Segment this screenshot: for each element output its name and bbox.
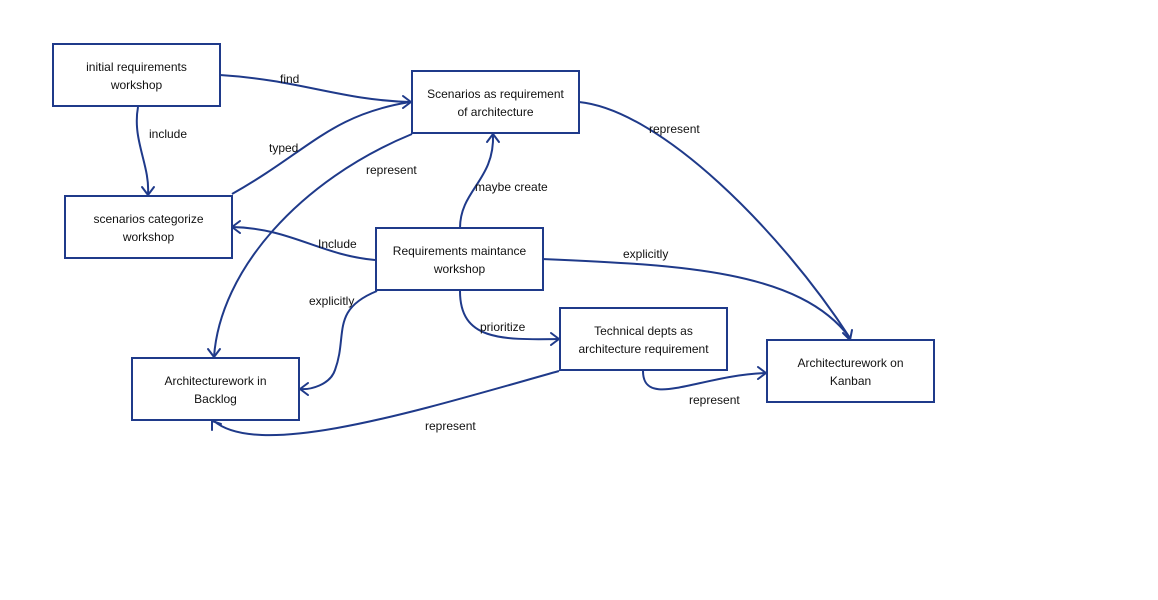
node-architecturework-backlog[interactable]: Architecturework in Backlog — [131, 357, 300, 421]
edge-label-represent-scenarios-backlog: represent — [366, 163, 417, 177]
edge-label-typed: typed — [269, 141, 298, 155]
node-box — [411, 70, 580, 134]
node-architecturework-kanban[interactable]: Architecturework on Kanban — [766, 339, 935, 403]
edge-labels: find include typed represent represent m… — [149, 72, 740, 433]
edge-represent-scenarios-kanban — [578, 101, 851, 339]
edge-maybe-create — [459, 133, 495, 229]
node-label-line1: Technical depts as — [594, 324, 693, 338]
edge-label-explicitly-kanban: explicitly — [623, 247, 668, 261]
edge-represent-scenarios-backlog — [213, 133, 413, 358]
edge-represent-technical-kanban — [642, 370, 767, 391]
node-label-line2: Kanban — [830, 374, 871, 388]
edge-label-prioritize: prioritize — [480, 320, 526, 334]
node-label-line1: initial requirements — [86, 60, 187, 74]
node-box — [766, 339, 935, 403]
edge-explicitly-backlog — [299, 290, 378, 391]
node-requirements-maintenance-workshop[interactable]: Requirements maintance workshop — [375, 227, 544, 291]
node-label-line2: architecture requirement — [578, 342, 709, 356]
edge-label-represent-technical-kanban: represent — [689, 393, 740, 407]
edge-label-include-maintenance: Include — [318, 237, 357, 251]
edge-label-include-initial: include — [149, 127, 187, 141]
edge-label-explicitly-backlog: explicitly — [309, 294, 354, 308]
edge-include-maintenance — [231, 226, 376, 261]
node-scenarios-categorize-workshop[interactable]: scenarios categorize workshop — [64, 195, 233, 259]
node-label-line2: Backlog — [194, 392, 237, 406]
node-label-line1: Architecturework in — [164, 374, 266, 388]
node-box — [64, 195, 233, 259]
edge-explicitly-kanban — [542, 258, 851, 339]
node-label-line1: Scenarios as requirement — [427, 87, 564, 101]
edge-typed — [231, 101, 411, 195]
edge-label-represent-technical-backlog: represent — [425, 419, 476, 433]
node-label-line2: workshop — [122, 230, 175, 244]
edge-label-maybe-create: maybe create — [475, 180, 548, 194]
edge-include-initial — [135, 106, 150, 195]
node-scenarios-as-requirement[interactable]: Scenarios as requirement of architecture — [411, 70, 580, 134]
node-label-line2: workshop — [110, 78, 163, 92]
edge-find — [219, 74, 411, 103]
node-label-line1: scenarios categorize — [93, 212, 203, 226]
node-label-line2: of architecture — [457, 105, 533, 119]
edge-represent-technical-backlog — [213, 370, 560, 437]
node-technical-depts[interactable]: Technical depts as architecture requirem… — [559, 307, 728, 371]
edge-prioritize — [459, 290, 560, 341]
node-box — [52, 43, 221, 107]
node-box — [559, 307, 728, 371]
node-label-line2: workshop — [433, 262, 486, 276]
node-box — [375, 227, 544, 291]
node-label-line1: Requirements maintance — [393, 244, 527, 258]
node-initial-requirements-workshop[interactable]: initial requirements workshop — [52, 43, 221, 107]
node-box — [131, 357, 300, 421]
node-label-line1: Architecturework on — [797, 356, 903, 370]
edge-label-represent-scenarios-kanban: represent — [649, 122, 700, 136]
edge-label-find: find — [280, 72, 299, 86]
